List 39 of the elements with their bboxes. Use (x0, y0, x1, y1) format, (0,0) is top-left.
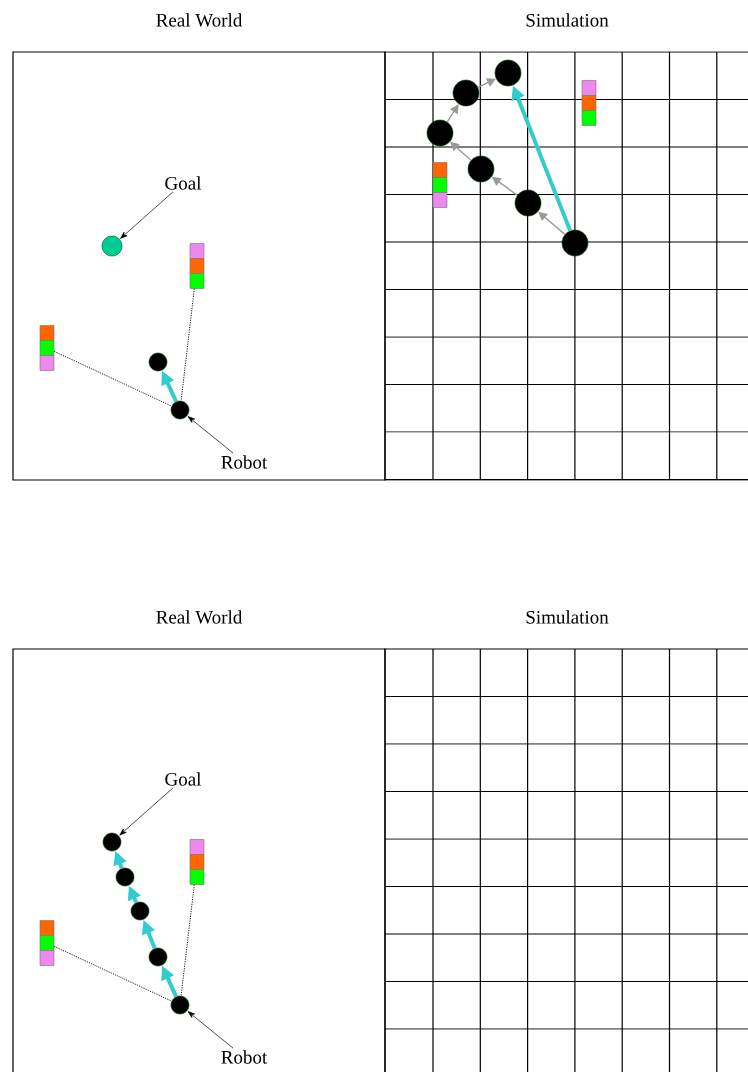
leader-line (187, 1011, 234, 1049)
point-label: Goal (165, 176, 202, 190)
point-label: Robot (221, 1050, 268, 1064)
robot-position (102, 832, 122, 852)
robot-position (561, 229, 589, 257)
landmark-marker (39, 920, 55, 966)
goal-circle (101, 235, 123, 257)
landmark-marker (189, 839, 205, 885)
sight-line (180, 288, 195, 402)
robot-position (170, 995, 190, 1015)
arrow (446, 104, 459, 123)
robot-position (426, 119, 454, 147)
arrow (538, 211, 566, 236)
point-label: Robot (221, 455, 268, 469)
robot-position (170, 400, 190, 420)
sight-line (53, 945, 172, 1002)
leader-line (187, 416, 234, 454)
arrow (477, 78, 496, 88)
robot-position (514, 189, 542, 217)
leader-line (119, 787, 174, 836)
robot-position (148, 352, 168, 372)
robot-position (115, 867, 135, 887)
robot-position (130, 901, 150, 921)
panel-heading: Real World (156, 610, 243, 624)
panel-heading: Simulation (526, 610, 609, 624)
landmark-marker (581, 80, 597, 126)
panel-heading: Simulation (526, 13, 609, 27)
point-label: Goal (165, 772, 202, 786)
landmark-marker (432, 162, 448, 208)
robot-position (467, 155, 495, 183)
landmark-marker (39, 325, 55, 371)
leader-line (120, 191, 174, 239)
robot-position (148, 947, 168, 967)
landmark-marker (189, 243, 205, 289)
sight-line (53, 350, 172, 407)
sight-line (180, 884, 195, 997)
robot-position (494, 59, 522, 87)
robot-position (452, 79, 480, 107)
panel-heading: Real World (156, 13, 243, 27)
